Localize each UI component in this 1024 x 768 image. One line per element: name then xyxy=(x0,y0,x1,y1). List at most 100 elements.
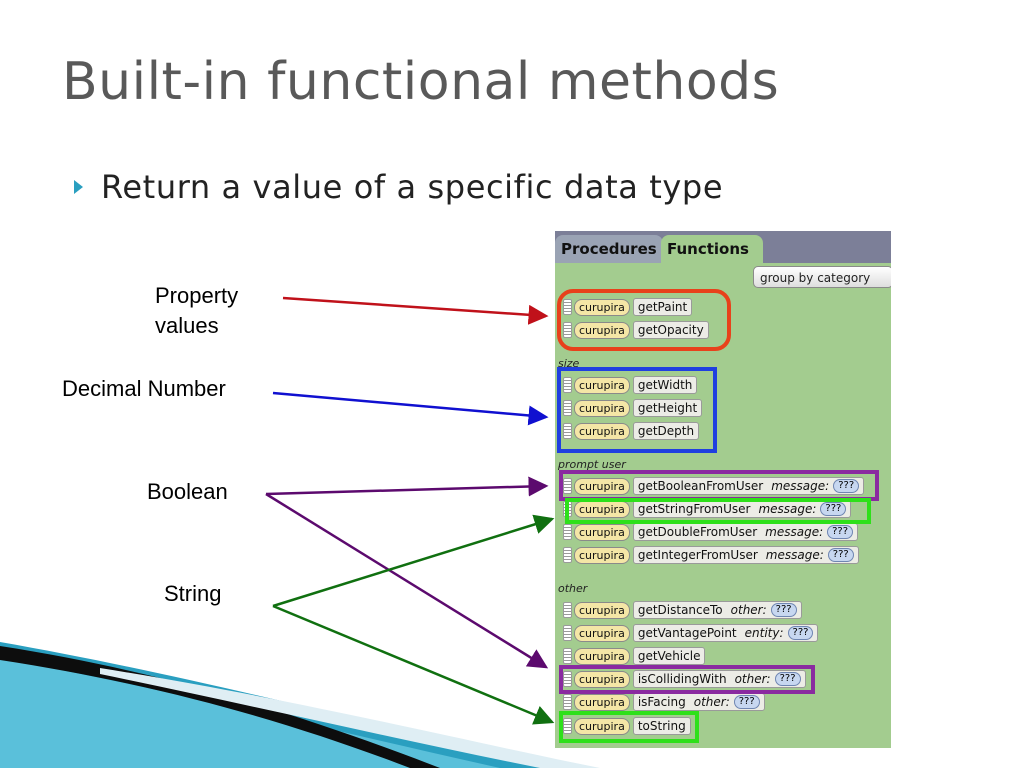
object-chip: curupira xyxy=(574,601,630,619)
method-name: isFacing other:??? xyxy=(632,693,765,711)
label-boolean: Boolean xyxy=(147,479,228,504)
placeholder-slot[interactable]: ??? xyxy=(774,672,801,686)
highlight-boolean xyxy=(559,470,879,501)
tile-toString[interactable]: curupira toString xyxy=(563,717,691,735)
param-label: message: xyxy=(771,479,830,493)
placeholder-slot[interactable]: ??? xyxy=(787,626,814,640)
bullet-triangle-icon xyxy=(74,180,83,194)
highlight-decimal-number xyxy=(557,367,717,453)
tile-getWidth[interactable]: curupira getWidth xyxy=(563,376,698,394)
arrow-property-values xyxy=(282,296,549,325)
tab-procedures[interactable]: Procedures xyxy=(555,235,663,263)
method-label: getBooleanFromUser xyxy=(637,479,764,493)
object-chip: curupira xyxy=(574,422,630,440)
arrow-string-to-getString xyxy=(272,514,555,608)
method-label: isFacing xyxy=(637,695,686,709)
method-name: getDepth xyxy=(632,422,700,440)
highlight-boolean xyxy=(559,665,815,694)
drag-handle-icon[interactable] xyxy=(563,524,572,540)
drag-handle-icon[interactable] xyxy=(563,648,572,664)
param-label: entity: xyxy=(744,626,784,640)
drag-handle-icon[interactable] xyxy=(563,400,572,416)
tile-getOpacity[interactable]: curupira getOpacity xyxy=(563,321,709,339)
group-by-select[interactable]: group by category xyxy=(753,266,891,288)
drag-handle-icon[interactable] xyxy=(563,377,572,393)
method-name: getBooleanFromUser message:??? xyxy=(632,477,865,495)
method-name: getIntegerFromUser message:??? xyxy=(632,546,859,564)
placeholder-slot[interactable]: ??? xyxy=(827,548,854,562)
placeholder-slot[interactable]: ??? xyxy=(770,603,797,617)
method-label: getIntegerFromUser xyxy=(637,548,758,562)
category-prompt-user: prompt user xyxy=(558,458,626,471)
arrow-decimal-number xyxy=(272,391,549,426)
drag-handle-icon[interactable] xyxy=(563,625,572,641)
functions-palette: Procedures Functions group by category c… xyxy=(555,231,891,748)
tile-getHeight[interactable]: curupira getHeight xyxy=(563,399,703,417)
tile-getVehicle[interactable]: curupira getVehicle xyxy=(563,647,706,665)
param-label: message: xyxy=(765,548,824,562)
param-label: other: xyxy=(693,695,730,709)
object-chip: curupira xyxy=(574,717,630,735)
method-name: getPaint xyxy=(632,298,693,316)
drag-handle-icon[interactable] xyxy=(563,694,572,710)
bullet-item: Return a value of a specific data type xyxy=(74,168,723,206)
highlight-string xyxy=(559,711,699,743)
method-label: getVantagePoint xyxy=(637,626,737,640)
drag-handle-icon[interactable] xyxy=(563,478,572,494)
method-label: isCollidingWith xyxy=(637,672,727,686)
placeholder-slot[interactable]: ??? xyxy=(827,525,854,539)
method-label: getDistanceTo xyxy=(637,603,723,617)
drag-handle-icon[interactable] xyxy=(563,718,572,734)
method-name: getDoubleFromUser message:??? xyxy=(632,523,859,541)
tile-isFacing[interactable]: curupira isFacing other:??? xyxy=(563,693,765,711)
palette-tabbar: Procedures Functions xyxy=(555,231,891,263)
drag-handle-icon[interactable] xyxy=(563,423,572,439)
tab-functions[interactable]: Functions xyxy=(661,235,763,263)
object-chip: curupira xyxy=(574,670,630,688)
object-chip: curupira xyxy=(574,298,630,316)
object-chip: curupira xyxy=(574,523,630,541)
param-label: message: xyxy=(758,502,817,516)
tile-getIntegerFromUser[interactable]: curupira getIntegerFromUser message:??? xyxy=(563,546,859,564)
tile-getPaint[interactable]: curupira getPaint xyxy=(563,298,693,316)
drag-handle-icon[interactable] xyxy=(563,602,572,618)
label-property-values: Property values xyxy=(155,283,239,338)
drag-handle-icon[interactable] xyxy=(563,671,572,687)
method-label: getStringFromUser xyxy=(637,502,751,516)
placeholder-slot[interactable]: ??? xyxy=(733,695,760,709)
object-chip: curupira xyxy=(574,399,630,417)
bullet-text: Return a value of a specific data type xyxy=(101,168,724,206)
label-string: String xyxy=(164,581,222,606)
tile-getDoubleFromUser[interactable]: curupira getDoubleFromUser message:??? xyxy=(563,523,859,541)
category-other: other xyxy=(558,582,588,595)
object-chip: curupira xyxy=(574,647,630,665)
label-decimal-number: Decimal Number xyxy=(62,376,226,401)
category-size: size xyxy=(558,357,580,370)
highlight-string xyxy=(565,498,871,524)
slide-title: Built-in functional methods xyxy=(62,52,780,112)
method-name: getVantagePoint entity:??? xyxy=(632,624,819,642)
object-chip: curupira xyxy=(574,546,630,564)
param-label: message: xyxy=(765,525,824,539)
method-name: getWidth xyxy=(632,376,698,394)
decorative-swoosh xyxy=(0,642,600,768)
highlight-property-values xyxy=(557,289,731,351)
object-chip: curupira xyxy=(574,376,630,394)
object-chip: curupira xyxy=(574,693,630,711)
method-name: toString xyxy=(632,717,691,735)
placeholder-slot[interactable]: ??? xyxy=(820,502,847,516)
placeholder-slot[interactable]: ??? xyxy=(833,479,860,493)
tile-getVantagePoint[interactable]: curupira getVantagePoint entity:??? xyxy=(563,624,819,642)
tile-getDepth[interactable]: curupira getDepth xyxy=(563,422,700,440)
arrow-boolean-to-getBoolean xyxy=(265,476,549,497)
method-name: getOpacity xyxy=(632,321,709,339)
object-chip: curupira xyxy=(574,624,630,642)
method-label: getDoubleFromUser xyxy=(637,525,758,539)
drag-handle-icon[interactable] xyxy=(563,547,572,563)
